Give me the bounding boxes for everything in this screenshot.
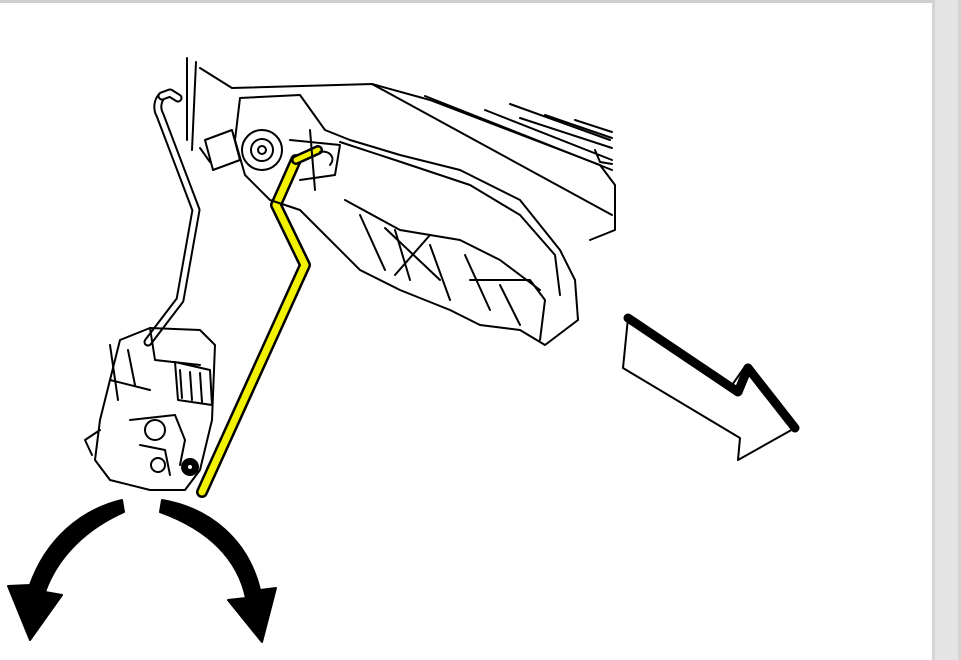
lock-rod [143,88,201,347]
scrollbar-track[interactable] [935,0,958,660]
outside-handle-rod [196,145,323,498]
rotate-right-arrow [159,499,277,643]
pull-direction-arrow [622,313,800,461]
door-lock-actuator [84,327,216,491]
door-handle-rod-diagram [7,57,800,643]
page-top-edge [0,0,932,3]
outside-handle-bracket [199,94,579,346]
vertical-scrollbar[interactable] [932,0,961,660]
rotate-left-arrow [7,499,125,641]
door-panel-edge [186,57,616,241]
